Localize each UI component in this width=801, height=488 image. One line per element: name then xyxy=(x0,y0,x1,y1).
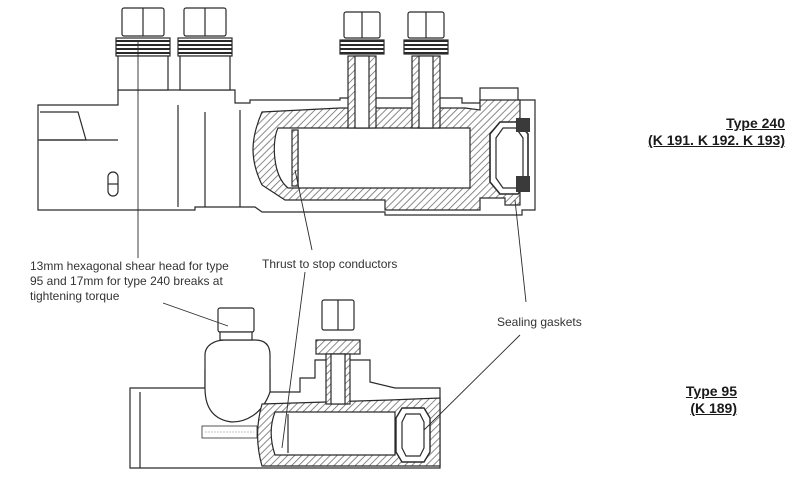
type-95-bolt-2 xyxy=(315,299,361,405)
type-95-head-dome xyxy=(204,339,271,423)
callout-shear-head: 13mm hexagonal shear head for type 95 an… xyxy=(30,259,229,303)
type-95-title: Type 95 xyxy=(685,383,737,399)
type-240-drawing xyxy=(37,7,536,216)
type-240-bolt-3 xyxy=(339,11,385,129)
leader-gasket-240 xyxy=(514,199,527,303)
type-240-models: (K 191. K 192. K 193) xyxy=(648,132,785,148)
type-240-bolt-1 xyxy=(115,7,171,91)
type-95-gasket xyxy=(395,407,431,463)
type-240-bore xyxy=(273,127,471,189)
leader-shear-head-95 xyxy=(162,302,229,327)
leader-thrust-95 xyxy=(281,271,306,449)
callout-thrust: Thrust to stop conductors xyxy=(262,257,398,271)
type-95-drawing xyxy=(129,299,441,469)
type-95-models: (K 189) xyxy=(690,400,737,416)
leader-gasket-95 xyxy=(423,334,521,431)
type-240-title: Type 240 xyxy=(726,115,785,131)
type-240-bolt-2 xyxy=(177,7,233,91)
leader-lines xyxy=(137,40,527,449)
type-240-bolt-4 xyxy=(403,11,449,129)
callout-gaskets: Sealing gaskets xyxy=(497,315,582,329)
leader-thrust-240 xyxy=(294,169,313,251)
type-95-shear-head xyxy=(217,307,255,333)
